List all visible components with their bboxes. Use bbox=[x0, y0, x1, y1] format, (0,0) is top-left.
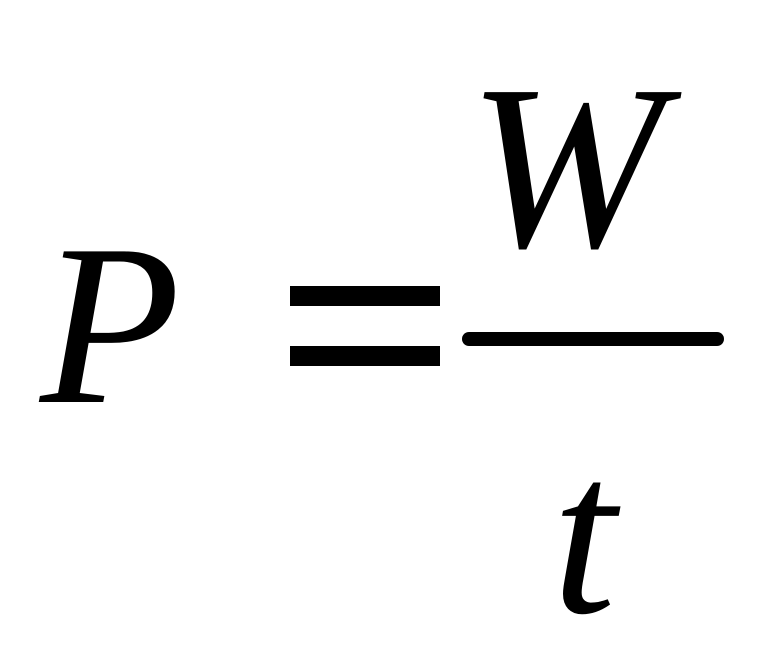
fraction-bar bbox=[462, 332, 724, 346]
equals-sign-top-bar bbox=[290, 286, 440, 306]
numerator-work-variable: W bbox=[468, 37, 664, 297]
equals-sign-bottom-bar bbox=[290, 346, 440, 366]
power-variable: P bbox=[40, 197, 181, 452]
denominator-time-variable: t bbox=[552, 407, 616, 656]
